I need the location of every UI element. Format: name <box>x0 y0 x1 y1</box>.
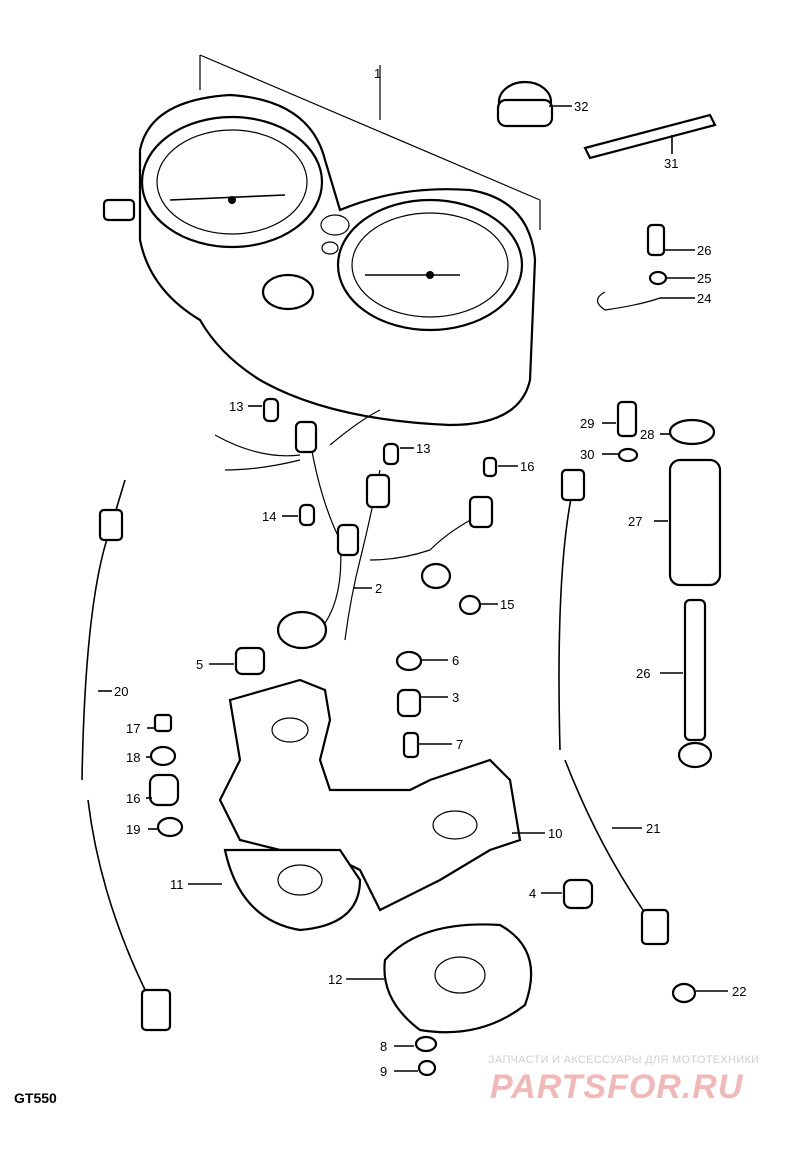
callout-21: 20 <box>114 684 128 699</box>
callout-19: 18 <box>126 750 140 765</box>
meter-assembly <box>102 54 541 427</box>
watermark-logo: PARTSFOR.RU <box>490 1068 744 1106</box>
callout-1: 1 <box>374 66 381 81</box>
bulbs <box>262 397 498 616</box>
callout-13-a: 13 <box>229 399 243 414</box>
callout-33: 32 <box>574 99 588 114</box>
callout-23: 22 <box>732 984 746 999</box>
wiring-harness <box>214 409 494 650</box>
callout-6: 6 <box>452 653 459 668</box>
callout-17: 16 <box>126 791 140 806</box>
callout-29: 28 <box>640 427 654 442</box>
callout-20: 19 <box>126 822 140 837</box>
small-parts <box>148 646 697 1077</box>
cables <box>81 468 670 1032</box>
callout-4: 4 <box>529 886 536 901</box>
callout-11: 11 <box>170 877 184 892</box>
callout-9: 9 <box>380 1064 387 1079</box>
callout-24: 24 <box>697 291 711 306</box>
leader-lines <box>98 105 728 1072</box>
callout-3: 3 <box>452 690 459 705</box>
callout-15: 15 <box>500 597 514 612</box>
callout-31: 30 <box>580 447 594 462</box>
callout-13-b: 13 <box>416 441 430 456</box>
callout-30: 29 <box>580 416 594 431</box>
callout-28: 27 <box>628 514 642 529</box>
callout-labels: 32 31 26 25 24 13 13 16 14 2 15 5 6 3 7 … <box>114 66 746 1079</box>
callout-10: 10 <box>548 826 562 841</box>
callout-7: 7 <box>456 737 463 752</box>
callout-12: 12 <box>328 972 342 987</box>
model-label: GT550 <box>14 1090 57 1106</box>
right-parts <box>496 80 722 769</box>
callout-32: 31 <box>664 156 678 171</box>
callout-22: 21 <box>646 821 660 836</box>
callout-18: 17 <box>126 721 140 736</box>
callout-5: 5 <box>196 657 203 672</box>
callout-27: 26 <box>636 666 650 681</box>
callout-16: 16 <box>520 459 534 474</box>
callout-26: 26 <box>697 243 711 258</box>
watermark-caption: ЗАПЧАСТИ И АКСЕССУАРЫ ДЛЯ МОТОТЕХНИКИ <box>488 1054 760 1066</box>
callout-8: 8 <box>380 1039 387 1054</box>
bracket <box>218 678 533 1034</box>
callout-14: 14 <box>262 509 276 524</box>
callout-25: 25 <box>697 271 711 286</box>
callout-2: 2 <box>375 581 382 596</box>
